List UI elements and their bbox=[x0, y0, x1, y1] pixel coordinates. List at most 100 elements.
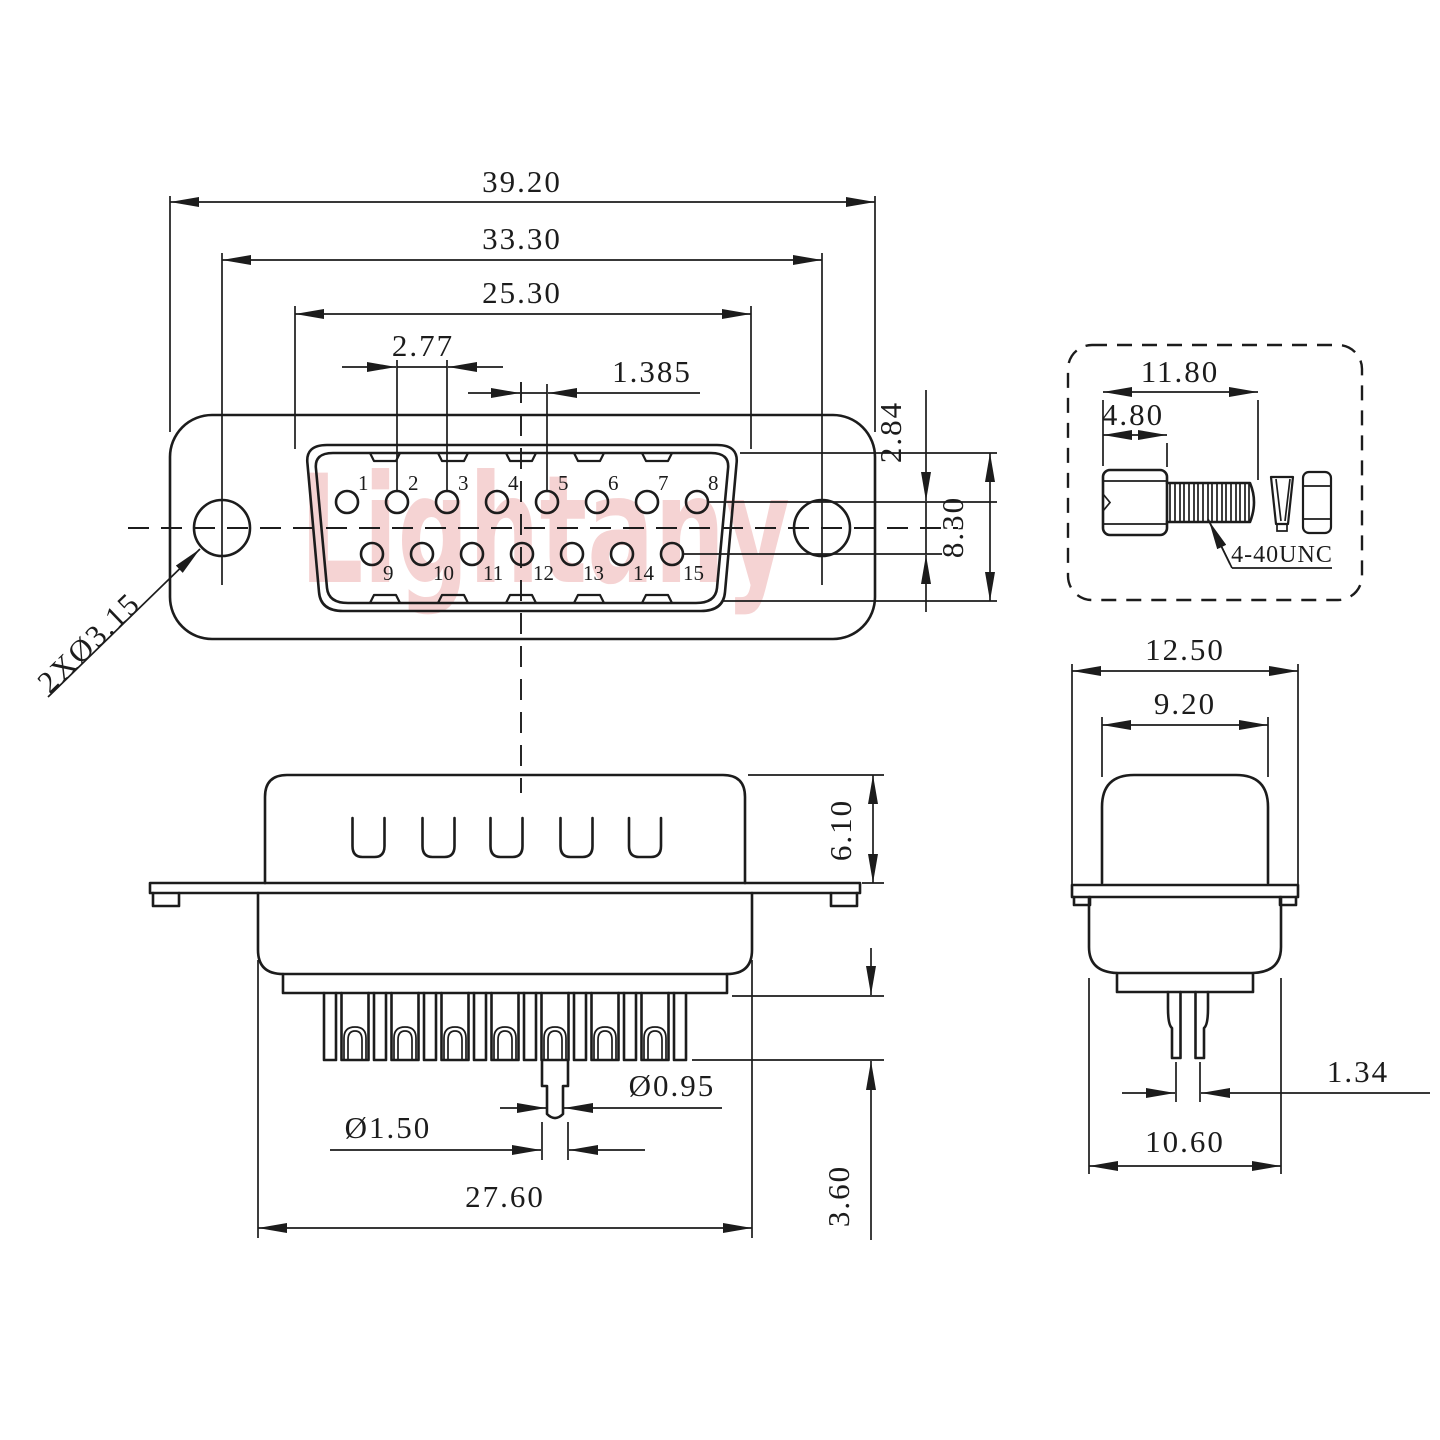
rear-body bbox=[256, 891, 754, 995]
thread-spec-label: 4-40UNC bbox=[1231, 542, 1333, 568]
pin-hole bbox=[584, 489, 610, 515]
extension-lines bbox=[1101, 717, 1269, 777]
pin-label: 4 bbox=[508, 471, 519, 495]
dim-pin-cup-diameter: Ø1.50 bbox=[330, 1110, 645, 1160]
solder-cups bbox=[343, 1026, 667, 1060]
nut-sleeve bbox=[1301, 470, 1333, 535]
dim-hood-width: 9.20 bbox=[1101, 686, 1269, 777]
pin-hole bbox=[334, 489, 360, 515]
dim-pin-cup-diameter-label: Ø1.50 bbox=[345, 1110, 432, 1145]
mounting-hole-callout: 2XØ3.15 bbox=[30, 548, 201, 700]
hood-outline bbox=[263, 773, 747, 885]
front-view: 1 2 3 4 5 6 7 8 9 10 11 12 13 14 15 39.2… bbox=[30, 164, 997, 793]
dim-shell-width-label: 25.30 bbox=[482, 275, 562, 310]
dim-overall-width: 39.20 bbox=[169, 164, 876, 432]
screw-head-outline bbox=[1101, 468, 1169, 537]
nut-outline bbox=[1301, 470, 1333, 535]
screw-thread bbox=[1165, 481, 1256, 524]
screw-detail: 11.80 4.80 4-40UNC bbox=[1066, 343, 1364, 602]
extension-lines bbox=[692, 995, 884, 1061]
pin-label: 14 bbox=[633, 561, 655, 585]
pin-label: 12 bbox=[533, 561, 554, 585]
pin-hole bbox=[509, 541, 535, 567]
dim-overall-width-label: 39.20 bbox=[482, 164, 562, 199]
dim-screw-length: 11.80 bbox=[1102, 354, 1259, 480]
rear-body bbox=[1087, 895, 1283, 994]
nut-bands bbox=[1303, 485, 1331, 520]
pin-label: 13 bbox=[583, 561, 604, 585]
dim-pin-row-gap-label: 1.34 bbox=[1327, 1054, 1389, 1089]
screw-head bbox=[1101, 468, 1169, 537]
dim-screw-length-label: 11.80 bbox=[1141, 354, 1220, 389]
thread-outline bbox=[1165, 481, 1256, 524]
dim-flange-width-label: 12.50 bbox=[1145, 632, 1225, 667]
thread-hatching bbox=[1169, 483, 1250, 522]
pin-label: 10 bbox=[433, 561, 454, 585]
pin-label: 7 bbox=[658, 471, 669, 495]
extension-lines bbox=[221, 253, 823, 585]
extension-lines bbox=[723, 452, 997, 602]
center-pin-detail bbox=[540, 1058, 570, 1120]
reference-lines bbox=[683, 501, 997, 555]
dim-half-pitch: 1.385 bbox=[468, 354, 700, 491]
dim-pin-exposed-length: 3.60 bbox=[692, 948, 884, 1240]
extension-lines bbox=[1175, 1062, 1201, 1102]
dim-pin-tip-diameter: Ø0.95 bbox=[500, 1068, 722, 1113]
extension-lines bbox=[1071, 664, 1299, 884]
mounting-hole-callout-label: 2XØ3.15 bbox=[30, 585, 147, 699]
dim-shell-height-label: 8.30 bbox=[935, 496, 970, 558]
dim-body-width: 10.60 bbox=[1088, 978, 1282, 1174]
dim-pin-pitch-label: 2.77 bbox=[392, 328, 454, 363]
dim-pin-tip-diameter-label: Ø0.95 bbox=[629, 1068, 716, 1103]
end-view: 12.50 9.20 1.34 10.60 bbox=[1070, 632, 1430, 1174]
dim-screw-head-length-label: 4.80 bbox=[1102, 397, 1164, 432]
dim-hole-spacing-label: 33.30 bbox=[482, 221, 562, 256]
leader-line bbox=[47, 548, 201, 698]
flange-outline bbox=[168, 413, 877, 641]
dim-hood-width-label: 9.20 bbox=[1154, 686, 1216, 721]
solder-cup-pins bbox=[340, 991, 670, 1062]
flange-tabs bbox=[151, 891, 859, 908]
pin-label: 11 bbox=[483, 561, 503, 585]
pin-label: 15 bbox=[683, 561, 704, 585]
extension-lines bbox=[521, 384, 548, 491]
pin-hole bbox=[559, 541, 585, 567]
pin-hole bbox=[634, 489, 660, 515]
back-row-pins bbox=[322, 991, 688, 1062]
pin-label: 3 bbox=[458, 471, 469, 495]
watermark-text: Lightany bbox=[300, 444, 790, 618]
leader-arrow bbox=[1208, 520, 1231, 565]
extension-lines bbox=[396, 360, 448, 491]
pin-holes-bottom bbox=[359, 541, 685, 567]
extension-lines bbox=[257, 960, 753, 1238]
dim-shell-height: 8.30 bbox=[723, 452, 997, 602]
dim-flange-width: 12.50 bbox=[1071, 632, 1299, 884]
pin-label: 8 bbox=[708, 471, 719, 495]
flange-bar bbox=[148, 881, 862, 895]
hood-slots bbox=[351, 816, 663, 859]
pin-label: 2 bbox=[408, 471, 419, 495]
detail-boundary-box bbox=[1066, 343, 1364, 602]
pin-hole bbox=[359, 541, 385, 567]
dim-body-width-label: 10.60 bbox=[1145, 1124, 1225, 1159]
pin-label: 9 bbox=[383, 561, 394, 585]
wedge-outline bbox=[1269, 475, 1295, 526]
pin-hole bbox=[609, 541, 635, 567]
thread-spec-callout: 4-40UNC bbox=[1207, 518, 1333, 569]
dim-half-pitch-label: 1.385 bbox=[612, 354, 692, 389]
dim-pin-row-gap: 1.34 bbox=[1122, 1054, 1430, 1102]
extension-lines bbox=[748, 774, 884, 884]
d-shell-inner bbox=[314, 451, 730, 605]
flange-bar bbox=[1070, 883, 1300, 899]
pin-hole bbox=[459, 541, 485, 567]
dim-pin-exposed-length-label: 3.60 bbox=[821, 1165, 856, 1227]
hood-outline bbox=[1100, 773, 1270, 885]
screw-head-facets bbox=[1102, 480, 1167, 525]
dim-screw-head-length: 4.80 bbox=[1102, 397, 1168, 467]
pin-hole bbox=[409, 541, 435, 567]
dim-body-width-label: 27.60 bbox=[465, 1179, 545, 1214]
wedge-detail bbox=[1275, 478, 1291, 532]
pin-label: 6 bbox=[608, 471, 619, 495]
d-shell-outer bbox=[305, 443, 739, 613]
